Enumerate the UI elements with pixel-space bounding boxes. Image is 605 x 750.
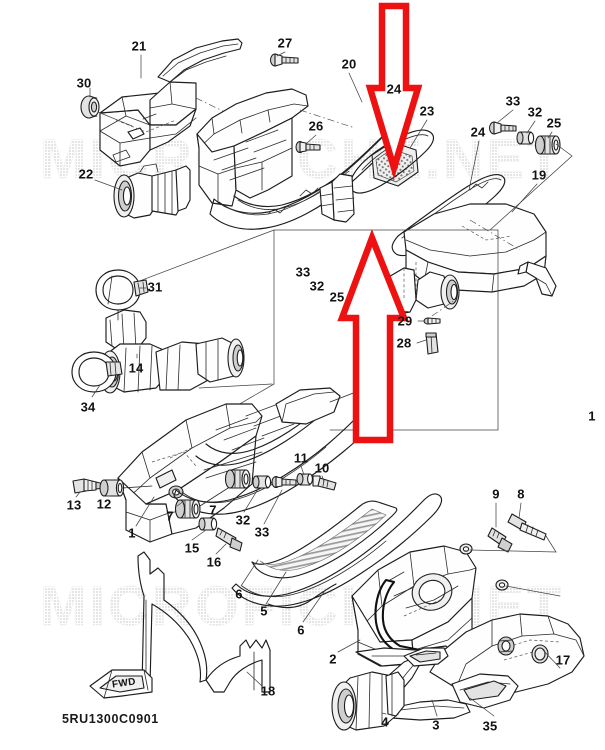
callout-21: 21 bbox=[131, 38, 147, 54]
callout-27: 27 bbox=[277, 35, 293, 51]
collar-32-lower bbox=[252, 475, 272, 489]
damper-7-left bbox=[174, 499, 201, 519]
clamp-34 bbox=[71, 351, 123, 393]
callout-8: 8 bbox=[517, 486, 525, 502]
callout-25-upper: 25 bbox=[546, 115, 562, 131]
callout-26: 26 bbox=[308, 118, 324, 134]
callout-5: 5 bbox=[260, 603, 268, 619]
callout-19: 19 bbox=[531, 167, 547, 183]
callout-6-lower: 6 bbox=[297, 622, 305, 638]
callout-1-left: 1 bbox=[128, 525, 136, 541]
part-group-lower-right-cover bbox=[331, 502, 585, 731]
callout-34: 34 bbox=[80, 399, 96, 415]
annotation-arrow-up bbox=[337, 229, 409, 444]
grommet-30 bbox=[80, 95, 100, 119]
callout-32-lower: 32 bbox=[235, 512, 251, 528]
callout-13: 13 bbox=[66, 497, 82, 513]
cap-17 bbox=[531, 644, 549, 664]
callout-24-right: 24 bbox=[470, 124, 486, 140]
screw-26 bbox=[295, 140, 321, 154]
bolt-29 bbox=[423, 317, 441, 325]
air-joint-22 bbox=[113, 163, 191, 219]
callout-16: 16 bbox=[206, 554, 222, 570]
screw-27 bbox=[269, 53, 299, 67]
callout-18: 18 bbox=[260, 683, 276, 699]
bolt-10 bbox=[312, 475, 337, 491]
part-group-filter-and-cover bbox=[137, 493, 477, 693]
bracket-35 bbox=[451, 673, 519, 709]
callout-28: 28 bbox=[396, 335, 412, 351]
part-group-intake-hose bbox=[71, 269, 245, 398]
callout-15: 15 bbox=[184, 540, 200, 556]
callout-33-lower: 33 bbox=[254, 524, 270, 540]
callout-24-upper: 24 bbox=[386, 81, 402, 97]
plug-17 bbox=[497, 636, 515, 656]
fwd-direction-marker bbox=[89, 669, 153, 699]
callout-6-upper: 6 bbox=[235, 586, 243, 602]
callout-14: 14 bbox=[128, 360, 144, 376]
part-group-upper-center-cover bbox=[196, 51, 435, 230]
bolt-9 bbox=[487, 527, 513, 553]
bolt-28 bbox=[425, 332, 439, 355]
callout-17: 17 bbox=[555, 652, 571, 668]
callout-33-upper: 33 bbox=[505, 93, 521, 109]
callout-22: 22 bbox=[78, 166, 94, 182]
callout-7-left: 7 bbox=[166, 508, 174, 524]
clamp-31 bbox=[95, 269, 149, 311]
plug-13 bbox=[72, 478, 105, 494]
callout-4: 4 bbox=[381, 714, 389, 730]
callout-29: 29 bbox=[397, 313, 413, 329]
filter-pleats bbox=[259, 508, 387, 571]
callout-7-right: 7 bbox=[209, 502, 217, 518]
callout-3: 3 bbox=[432, 717, 440, 733]
catalog-code: 5RU1300C0901 bbox=[62, 712, 159, 726]
boot-4 bbox=[331, 671, 405, 731]
bolt-16 bbox=[215, 527, 243, 552]
callout-11: 11 bbox=[293, 450, 309, 466]
callout-35: 35 bbox=[482, 718, 498, 734]
callout-2: 2 bbox=[329, 651, 337, 667]
callout-20: 20 bbox=[341, 56, 357, 72]
callout-33-mid: 33 bbox=[295, 264, 311, 280]
callout-25-mid: 25 bbox=[329, 289, 345, 305]
svg-text:MICROFICHE.NET: MICROFICHE.NET bbox=[40, 574, 564, 637]
collar-15 bbox=[198, 517, 218, 531]
bolt-33-lower bbox=[271, 475, 297, 489]
callout-1-right: 1 bbox=[588, 408, 596, 424]
callout-32-upper: 32 bbox=[527, 104, 543, 120]
watermark-lower: MICROFICHE.NET bbox=[40, 574, 564, 638]
callout-9: 9 bbox=[492, 486, 500, 502]
damper-7-right bbox=[224, 469, 251, 489]
grommet-12 bbox=[99, 479, 125, 497]
callout-30: 30 bbox=[76, 75, 92, 91]
part-group-lower-left-case bbox=[72, 387, 385, 555]
collar-32-upper bbox=[516, 131, 535, 145]
collar-11 bbox=[296, 472, 313, 486]
damper-25-upper bbox=[534, 135, 561, 155]
bolt-8 bbox=[507, 513, 547, 541]
callout-31: 31 bbox=[147, 279, 163, 295]
annotation-arrow-down bbox=[365, 2, 423, 180]
callout-12: 12 bbox=[96, 496, 112, 512]
hardware-33-upper bbox=[488, 121, 517, 135]
callout-23: 23 bbox=[419, 103, 435, 119]
part-group-upper-left-duct bbox=[80, 38, 263, 219]
callout-10: 10 bbox=[314, 460, 330, 476]
callout-32-mid: 32 bbox=[309, 278, 325, 294]
